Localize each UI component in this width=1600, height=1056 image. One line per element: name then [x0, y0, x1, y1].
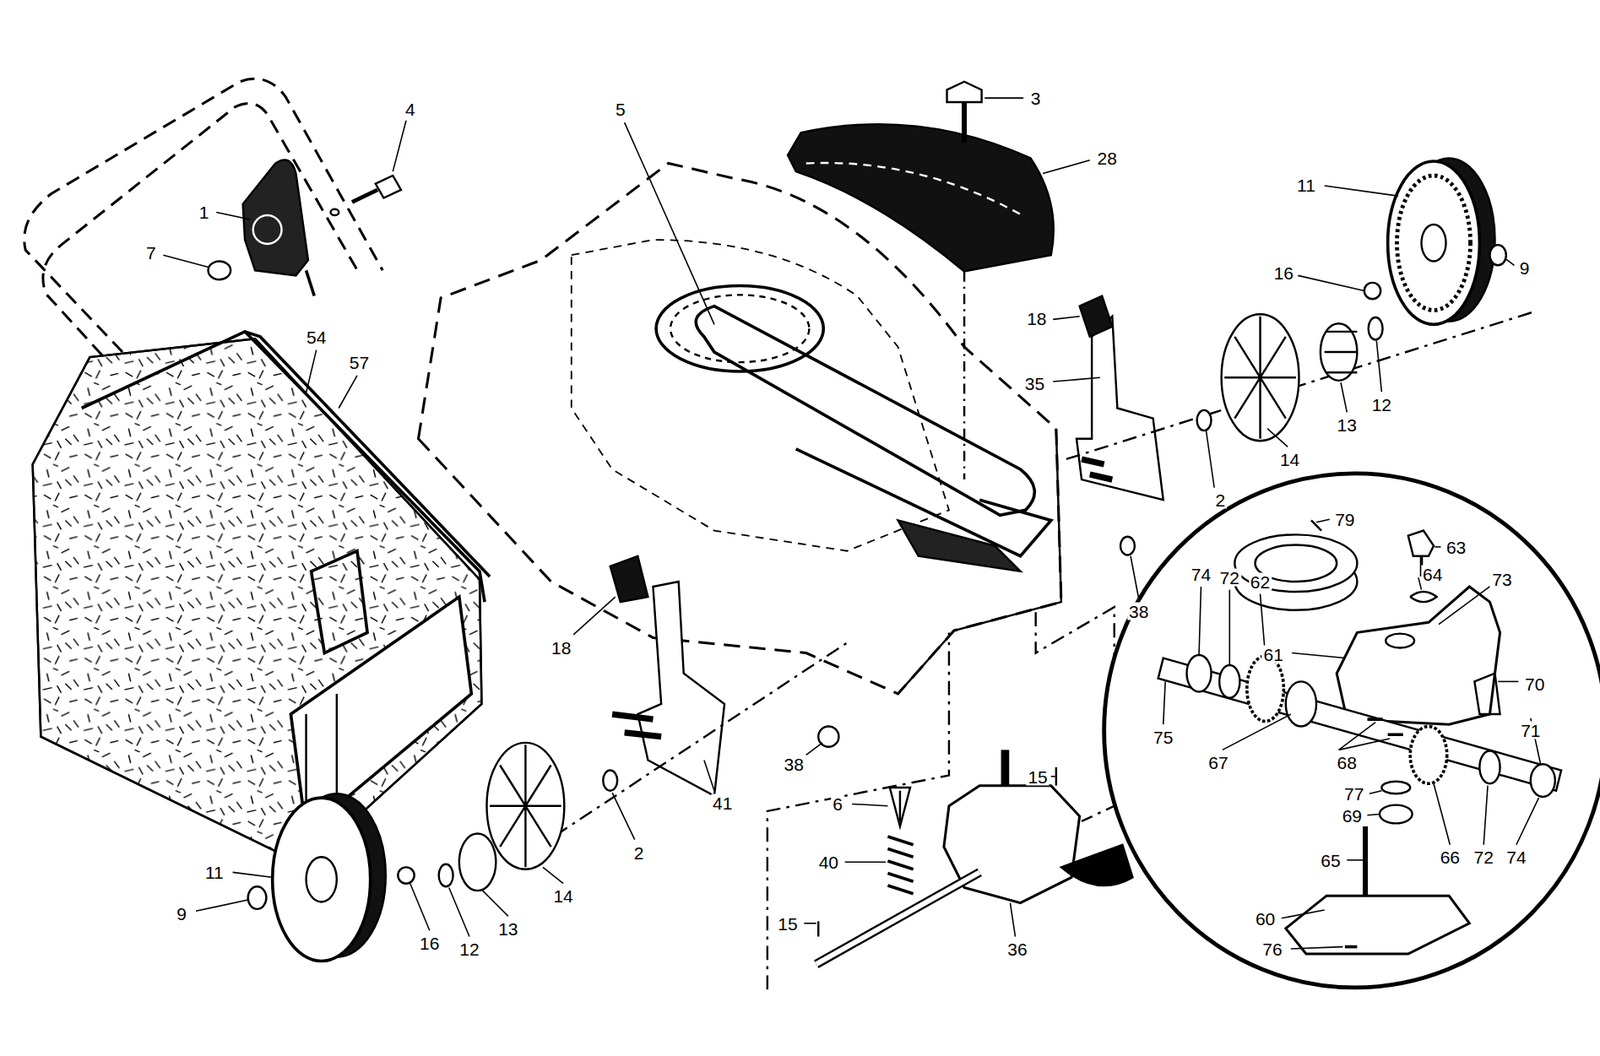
callout-number: 13: [1335, 415, 1359, 434]
callout-number: 63: [1444, 537, 1468, 556]
callout-number: 16: [417, 933, 441, 952]
leader-lines: [162, 97, 1541, 950]
callout-number: 65: [1318, 851, 1342, 869]
callout-number: 2: [632, 844, 646, 863]
callout-number: 28: [1095, 149, 1119, 168]
callout-number: 5: [613, 100, 628, 119]
callout-number: 15: [775, 914, 799, 933]
callout-number: 60: [1253, 909, 1277, 928]
callout-number: 35: [1023, 374, 1047, 393]
callout-number: 9: [174, 904, 189, 923]
callout-number: 12: [457, 939, 481, 958]
callout-number: 38: [1127, 602, 1150, 620]
callout-number: 77: [1342, 785, 1366, 803]
callout-number: 72: [1472, 848, 1496, 867]
callout-number: 11: [1295, 175, 1318, 194]
callout-number: 4: [403, 100, 418, 119]
callout-number: 18: [1025, 309, 1048, 328]
callout-number: 61: [1262, 645, 1286, 663]
callout-number: 6: [830, 795, 845, 814]
callout-number: 1: [197, 203, 212, 222]
callout-number: 7: [144, 243, 158, 261]
callout-number: 62: [1248, 572, 1272, 591]
callout-number: 69: [1340, 806, 1364, 825]
callout-number: 41: [710, 794, 734, 813]
callout-number: 64: [1421, 565, 1444, 584]
callout-number: 57: [347, 353, 371, 372]
callout-number: 74: [1189, 565, 1213, 584]
callout-number: 76: [1260, 939, 1284, 958]
callout-number: 70: [1523, 674, 1546, 693]
callout-number: 38: [782, 755, 806, 774]
callout-number: 72: [1218, 569, 1242, 587]
callout-number: 73: [1490, 570, 1514, 589]
callout-number: 2: [1214, 491, 1228, 510]
callout-number: 67: [1206, 753, 1230, 771]
callout-number: 14: [551, 887, 575, 906]
callout-number: 14: [1278, 450, 1302, 468]
callout-number: 15: [1025, 767, 1049, 786]
callout-number: 13: [496, 919, 520, 938]
callout-number: 79: [1333, 510, 1356, 529]
callout-number: 54: [304, 327, 328, 346]
callout-number: 75: [1151, 727, 1175, 746]
callout-number: 71: [1518, 721, 1542, 740]
callout-number: 16: [1272, 263, 1296, 282]
callout-number: 12: [1370, 395, 1394, 413]
callout-number: 11: [203, 863, 226, 882]
callout-number: 68: [1335, 753, 1359, 771]
callout-number: 9: [1518, 258, 1532, 277]
callout-number: 18: [549, 639, 573, 657]
callout-number: 40: [817, 853, 841, 872]
callout-number: 66: [1438, 848, 1462, 867]
callout-number: 36: [1005, 939, 1029, 958]
callout-number: 74: [1504, 848, 1528, 867]
callout-number: 3: [1029, 89, 1043, 108]
